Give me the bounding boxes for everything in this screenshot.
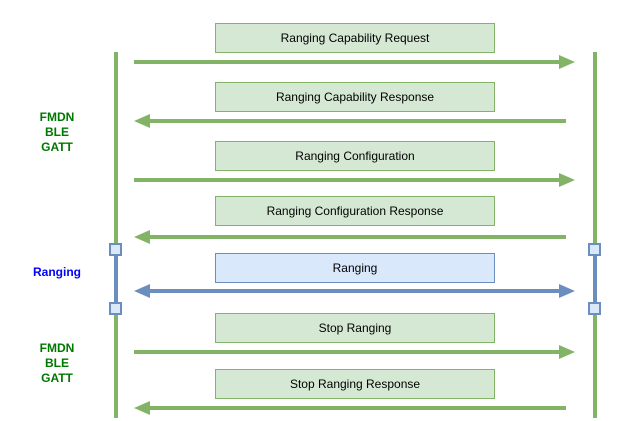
arrow-ranging-configuration-response [134,230,575,244]
arrowhead-left-icon [134,284,150,298]
arrow-ranging-capability-response [134,114,575,128]
left-lifeline [114,52,118,418]
section-label-fmdn-ble-gatt-bottom: FMDN BLE GATT [39,341,75,385]
message-box-stop-ranging: Stop Ranging [215,313,495,343]
arrow-ranging-capability-request [134,55,575,69]
arrow-stop-ranging-response [134,401,575,415]
arrow-stop-ranging [134,345,575,359]
message-box-ranging: Ranging [215,253,495,283]
ranging-segment-right [593,249,597,308]
arrow-ranging-bidirectional [134,284,575,298]
activation-endpoint [588,243,601,256]
arrow-line [134,350,562,354]
arrowhead-left-icon [134,114,150,128]
arrowhead-right-icon [559,284,575,298]
ranging-segment-left [114,249,118,308]
arrow-line [134,178,562,182]
message-box-ranging-capability-request: Ranging Capability Request [215,23,495,53]
section-label-ranging: Ranging [33,265,81,279]
activation-endpoint [588,302,601,315]
arrow-ranging-configuration [134,173,575,187]
message-box-ranging-configuration-response: Ranging Configuration Response [215,196,495,226]
arrow-line [147,235,566,239]
activation-endpoint [109,302,122,315]
message-box-ranging-capability-response: Ranging Capability Response [215,82,495,112]
arrowhead-left-icon [134,401,150,415]
message-box-stop-ranging-response: Stop Ranging Response [215,369,495,399]
right-lifeline [593,52,597,418]
arrow-line [134,60,562,64]
arrowhead-left-icon [134,230,150,244]
arrow-line [147,119,566,123]
section-label-fmdn-ble-gatt-top: FMDN BLE GATT [39,110,75,154]
arrow-line [147,406,566,410]
activation-endpoint [109,243,122,256]
message-box-ranging-configuration: Ranging Configuration [215,141,495,171]
arrowhead-right-icon [559,173,575,187]
arrowhead-right-icon [559,55,575,69]
arrowhead-right-icon [559,345,575,359]
arrow-line [147,289,562,293]
